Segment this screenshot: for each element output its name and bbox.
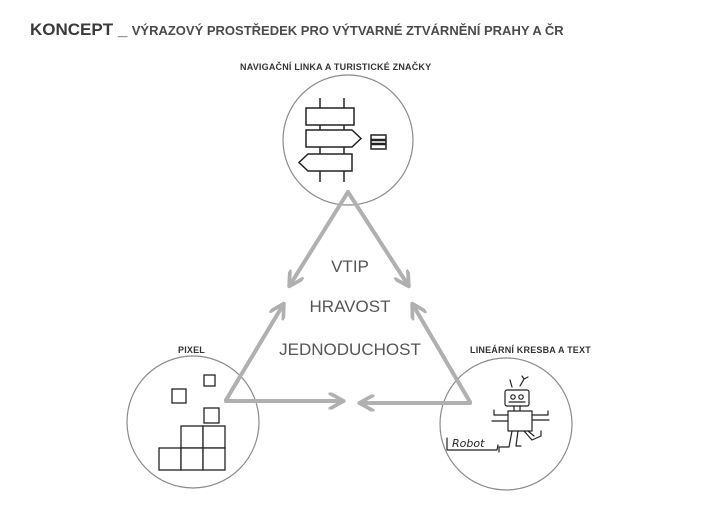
caption-top: NAVIGAČNÍ LINKA A TURISTICKÉ ZNAČKY	[240, 62, 432, 72]
keyword-1: VTIP	[331, 257, 369, 276]
page-title: KONCEPT _ VÝRAZOVÝ PROSTŘEDEK PRO VÝTVAR…	[30, 20, 564, 40]
triangle-arrows	[224, 190, 472, 404]
signpost-icon	[297, 98, 387, 182]
caption-right: LINEÁRNÍ KRESBA A TEXT	[470, 345, 591, 355]
arrow-top-right-upper	[346, 190, 408, 285]
robot-sketch-icon	[446, 375, 550, 453]
arrow-left-up	[224, 305, 283, 402]
circle-right	[439, 357, 573, 491]
title-main: KONCEPT _	[30, 20, 128, 39]
keyword-2: HRAVOST	[309, 297, 391, 316]
robot-sketch-text: Robot	[452, 437, 485, 450]
arrow-top-left-upper	[290, 190, 350, 285]
arrow-right-up	[413, 305, 472, 404]
caption-left: PIXEL	[178, 345, 206, 355]
pixel-squares-icon	[158, 374, 226, 471]
title-subtitle: VÝRAZOVÝ PROSTŘEDEK PRO VÝTVARNÉ ZTVÁRNĚ…	[131, 23, 564, 38]
keyword-3: JEDNODUCHOST	[279, 340, 421, 359]
